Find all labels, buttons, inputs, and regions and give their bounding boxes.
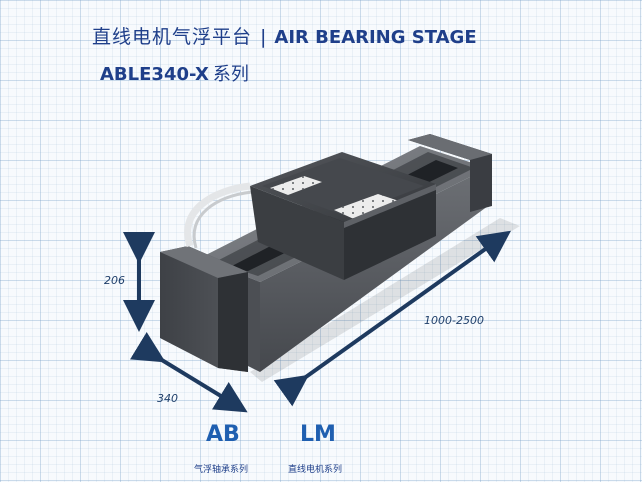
title-english: AIR BEARING STAGE [274,27,477,48]
dimension-travel: 1000-2500 [424,314,484,327]
page-title: 直线电机气浮平台 | AIR BEARING STAGE [92,22,477,49]
title-chinese: 直线电机气浮平台 [92,26,253,48]
model-series: 系列 [212,64,249,85]
label-ab: AB [206,422,240,447]
cable-harness [184,182,253,249]
caption-linear-motor: 直线电机系列 [288,465,343,475]
model-name: ABLE340-X [100,64,209,85]
label-lm: LM [300,422,336,447]
caption-air-bearing: 气浮轴承系列 [194,465,249,475]
title-separator: | [260,26,267,48]
dimension-arrows [123,230,512,413]
end-cap-back [408,134,492,212]
dimension-width: 340 [157,392,178,405]
dimension-height: 206 [104,274,125,287]
